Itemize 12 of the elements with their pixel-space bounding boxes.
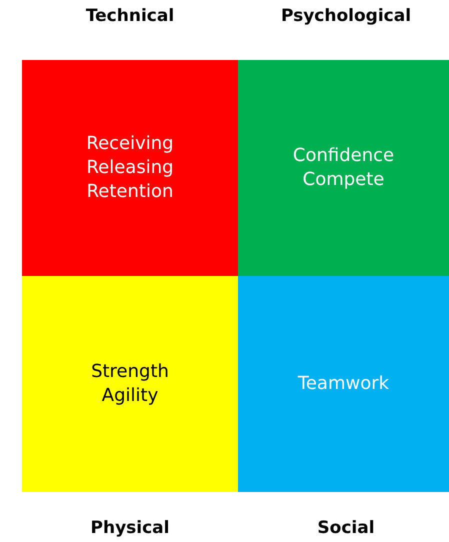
quadrant-box bbox=[22, 276, 238, 492]
axis-heading: Psychological bbox=[280, 6, 412, 26]
axis-heading: Physical bbox=[90, 518, 170, 538]
quadrant-box bbox=[238, 276, 449, 492]
quadrant-text: Receiving Releasing Retention bbox=[85, 132, 175, 204]
quadrant-box bbox=[22, 60, 238, 276]
axis-heading: Social bbox=[316, 518, 376, 538]
quadrant-text: Strength Agility bbox=[90, 360, 170, 408]
quadrant-text: Teamwork bbox=[296, 372, 390, 396]
axis-heading: Technical bbox=[84, 6, 176, 26]
quadrant-box bbox=[238, 60, 449, 276]
quadrant-text: Confidence Compete bbox=[292, 144, 396, 192]
